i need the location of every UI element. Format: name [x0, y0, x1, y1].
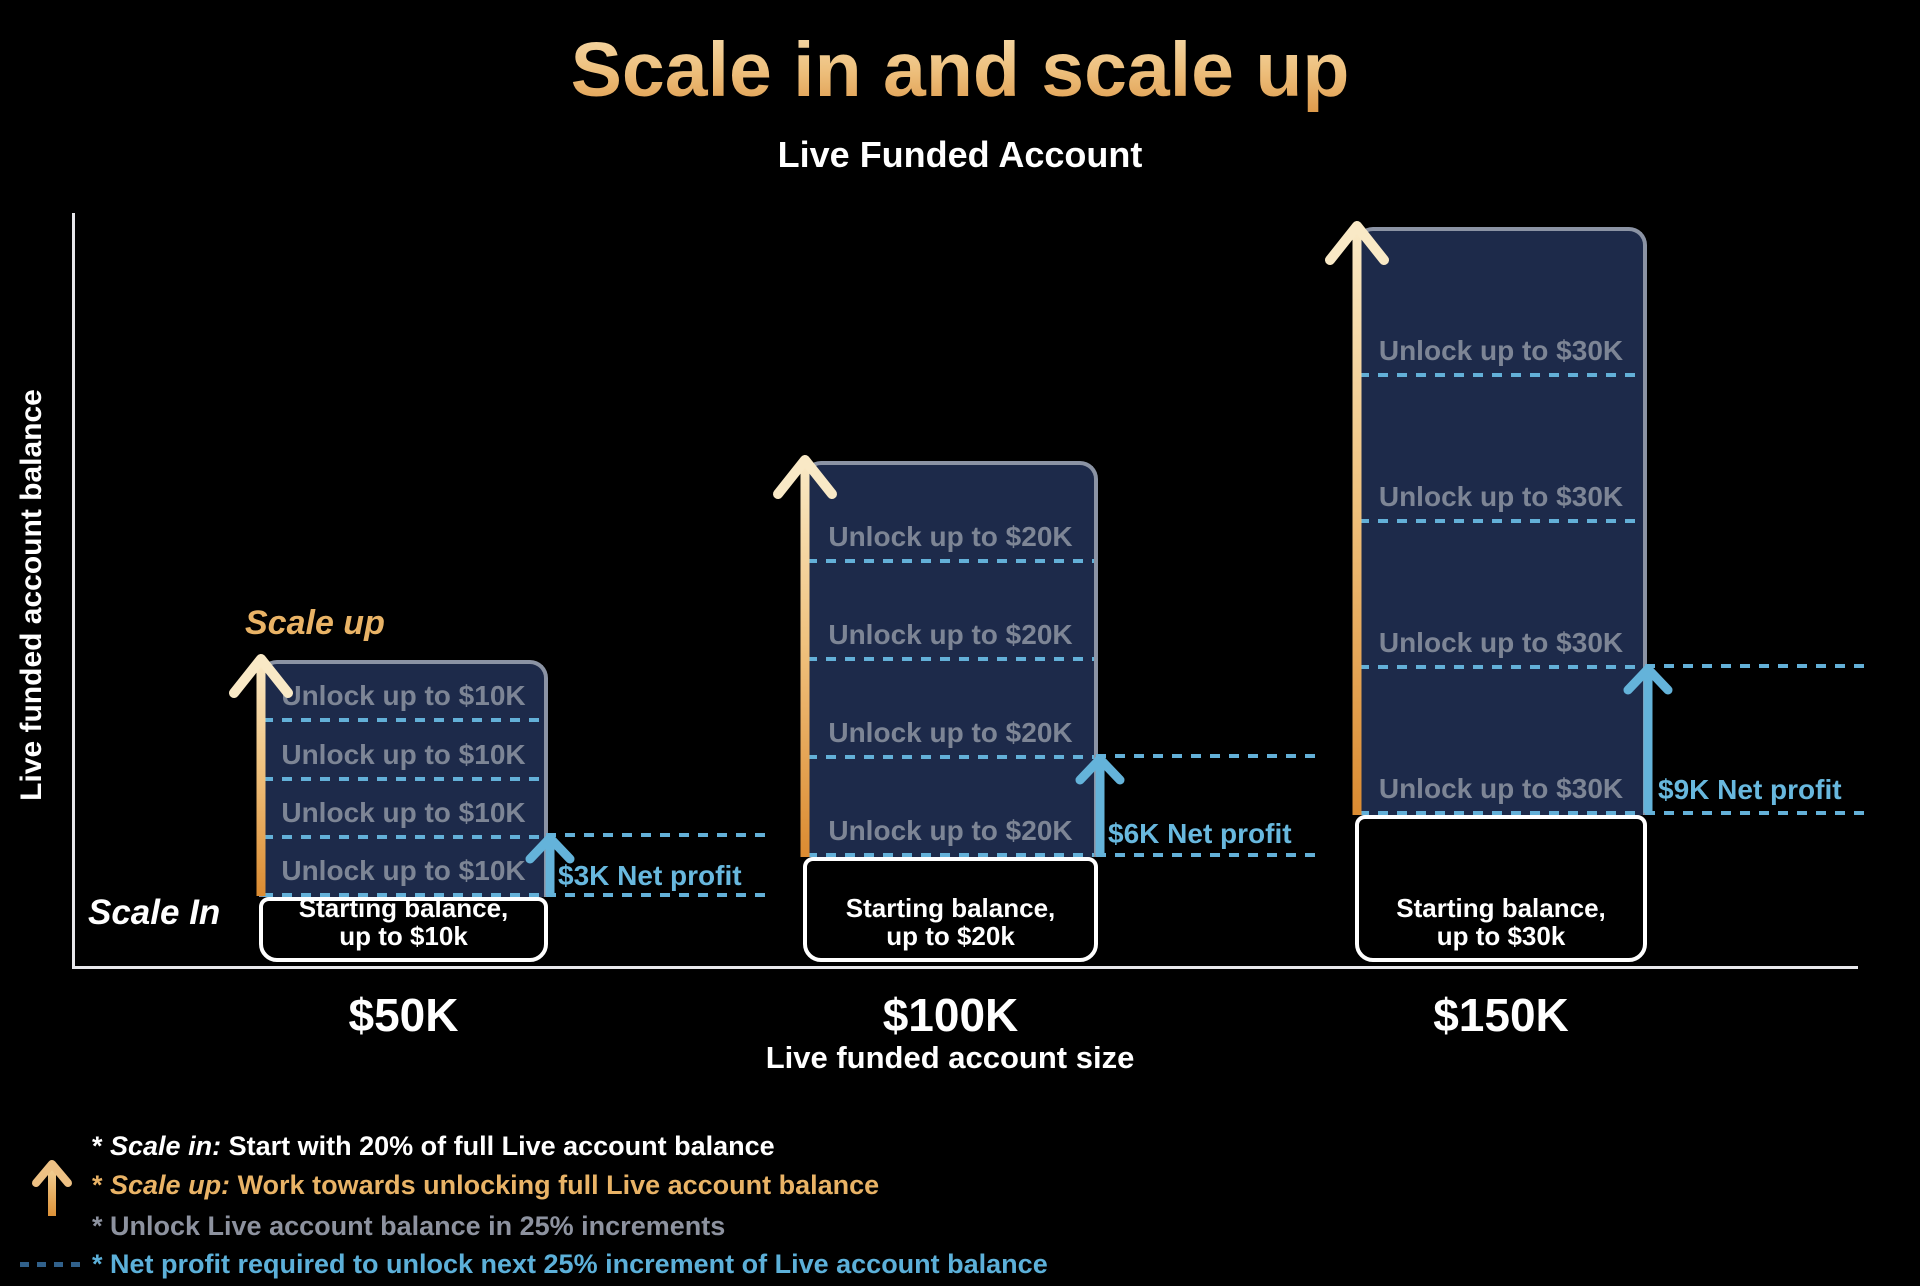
legend-item-net-profit: * Net profit required to unlock next 25%…: [92, 1249, 1048, 1280]
net-profit-dashed-line: [1096, 754, 1316, 758]
legend-gold-arrow-icon: [32, 1160, 72, 1216]
gold-up-arrow-icon: [1325, 221, 1389, 815]
blue-up-arrow-icon: [1075, 754, 1125, 855]
bar-segment: Unlock up to $10K: [263, 722, 544, 781]
bar-segment: Unlock up to $30K: [1359, 523, 1643, 669]
blue-up-arrow-icon: [525, 833, 575, 895]
legend-dashed-line-icon: [20, 1262, 80, 1267]
bar-100k-unlock-stack: Unlock up to $20K Unlock up to $20K Unlo…: [803, 461, 1098, 857]
legend-italic: Scale up:: [110, 1170, 231, 1200]
legend-star: *: [92, 1211, 111, 1241]
bar-segment: Unlock up to $20K: [807, 563, 1094, 661]
gold-up-arrow-icon: [229, 654, 293, 896]
net-profit-label: $6K Net profit: [1108, 818, 1292, 849]
bar-150k-unlock-stack: Unlock up to $30K Unlock up to $30K Unlo…: [1355, 227, 1647, 815]
legend-item-scale-in: * Scale in: Start with 20% of full Live …: [92, 1131, 775, 1162]
net-profit-dashed-line: [546, 833, 765, 837]
x-axis-line: [72, 966, 1858, 969]
bar-segment: Unlock up to $20K: [807, 661, 1094, 759]
gold-up-arrow-icon: [773, 455, 837, 857]
bar-segment: Unlock up to $30K: [1359, 231, 1643, 377]
legend-italic: Scale in:: [110, 1131, 222, 1161]
x-axis-label: Live funded account size: [765, 1040, 1135, 1075]
y-axis-line: [72, 213, 75, 969]
segment-label: Unlock up to $20K: [828, 619, 1073, 650]
y-axis-label: Live funded account balance: [15, 389, 48, 801]
starting-balance-line1: Starting balance,: [298, 893, 509, 923]
legend-item-scale-up: * Scale up: Work towards unlocking full …: [92, 1170, 879, 1201]
net-profit-label: $3K Net profit: [558, 860, 742, 891]
segment-label: Unlock up to $10K: [281, 796, 526, 828]
legend-item-increments: * Unlock Live account balance in 25% inc…: [92, 1211, 725, 1242]
net-profit-label: $9K Net profit: [1658, 774, 1842, 805]
bar-segment: Unlock up to $20K: [807, 465, 1094, 563]
bar-50k-starting-balance: Starting balance, up to $10k: [259, 893, 548, 962]
segment-label: Unlock up to $30K: [1378, 481, 1624, 512]
segment-label: Unlock up to $30K: [1378, 335, 1624, 366]
segment-label: Unlock up to $30K: [1378, 627, 1624, 658]
blue-up-arrow-icon: [1623, 664, 1673, 813]
segment-label: Unlock up to $30K: [1378, 773, 1624, 804]
page-subtitle: Live Funded Account: [777, 134, 1143, 175]
starting-balance-line2: up to $10k: [339, 921, 468, 951]
page-title: Scale in and scale up: [0, 26, 1920, 115]
legend-text: Unlock Live account balance in 25% incre…: [110, 1211, 726, 1241]
segment-label: Unlock up to $20K: [828, 521, 1073, 552]
starting-balance-line1: Starting balance,: [1396, 893, 1606, 923]
bar-segment: Unlock up to $20K: [807, 759, 1094, 857]
bar-segment: Unlock up to $30K: [1359, 669, 1643, 815]
net-profit-dashed-line: [1645, 664, 1864, 668]
legend-text: Net profit required to unlock next 25% i…: [110, 1249, 1048, 1279]
segment-label: Unlock up to $10K: [281, 680, 526, 712]
x-tick-100k: $100K: [882, 989, 1019, 1041]
net-profit-dashed-line: [1096, 853, 1316, 857]
x-tick-50k: $50K: [348, 989, 459, 1041]
segment-label: Unlock up to $20K: [828, 717, 1073, 748]
segment-label: Unlock up to $10K: [281, 738, 526, 770]
legend-star: *: [92, 1249, 111, 1279]
scale-in-annotation: Scale In: [88, 893, 221, 932]
legend-star: *: [92, 1131, 111, 1161]
legend-text: Work towards unlocking full Live account…: [230, 1170, 880, 1200]
bar-100k-starting-balance: Starting balance, up to $20k: [803, 857, 1098, 962]
segment-label: Unlock up to $20K: [828, 815, 1073, 846]
bar-segment: Unlock up to $10K: [263, 664, 544, 723]
legend-text: Start with 20% of full Live account bala…: [221, 1131, 775, 1161]
scale-up-annotation: Scale up: [245, 604, 385, 642]
net-profit-dashed-line: [1645, 811, 1864, 815]
legend-star: *: [92, 1170, 111, 1200]
bar-50k-unlock-stack: Unlock up to $10K Unlock up to $10K Unlo…: [259, 660, 548, 898]
bar-segment: Unlock up to $30K: [1359, 377, 1643, 523]
bar-segment: Unlock up to $10K: [263, 781, 544, 840]
starting-balance-line1: Starting balance,: [845, 893, 1056, 923]
net-profit-dashed-line: [546, 893, 765, 897]
segment-label: Unlock up to $10K: [281, 855, 526, 886]
starting-balance-line2: up to $30k: [1436, 921, 1566, 951]
bar-150k-starting-balance: Starting balance, up to $30k: [1355, 815, 1647, 962]
x-tick-150k: $150K: [1433, 989, 1569, 1041]
starting-balance-line2: up to $20k: [886, 921, 1015, 951]
bar-segment: Unlock up to $10K: [263, 839, 544, 898]
